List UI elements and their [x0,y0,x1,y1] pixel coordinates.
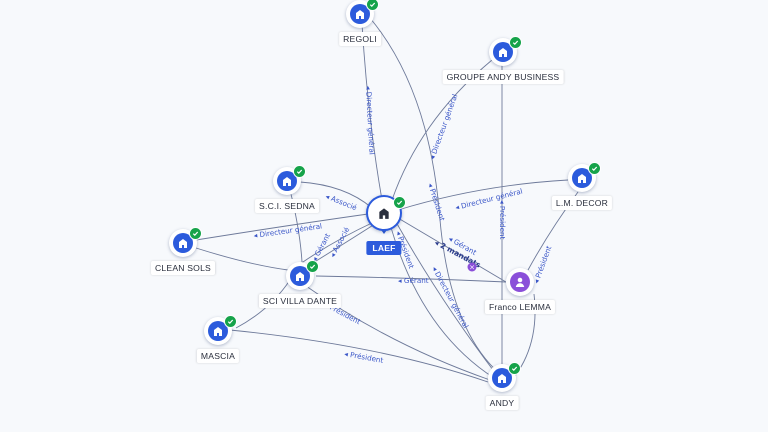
edge-label-mascia-andy: ◂ Président [344,349,385,365]
verified-check-icon [393,196,406,209]
building-icon [578,174,586,183]
edge-lmdecor-laef [397,179,569,211]
node-label: REGOLI [339,32,381,46]
node-label: MASCIA [196,349,240,363]
edge-regoli-andy [369,17,501,375]
mandates-close-glyph: × [469,264,475,272]
edge-label-regoli-andy: ◂ Président [426,182,447,222]
edge-label-groupe-laef: ◂ Directeur général [427,93,459,161]
edge-label-franco-lmdecor: ◂ Président [531,244,553,284]
person-icon [515,277,525,287]
edge-label-villadante-laef: ◂ Associé [328,225,352,259]
building-icon [214,327,222,336]
verified-check-icon [508,362,521,375]
edge-label-sedna-laef: ◂ Associé [324,192,359,213]
verified-check-icon [293,165,306,178]
node-label: CLEAN SOLS [151,261,215,275]
verified-check-icon [509,36,522,49]
edge-label-franco-villadante: ◂ Gérant [398,276,429,285]
building-icon [499,48,507,57]
edge-cleansols-laef [195,213,369,241]
edge-cleansols-villadante [195,247,289,271]
edge-label-cleansols-laef: ◂ Directeur général [253,221,323,240]
building-icon [379,208,389,219]
node-label: Franco LEMMA [484,300,556,314]
edge-label-groupe-andy: ◂ Président [498,200,507,240]
building-icon [498,374,506,383]
edge-label-lmdecor-laef: ◂ Directeur général [454,187,523,212]
edge-regoli-laef [361,23,383,201]
node-label: L.M. DECOR [551,196,613,210]
node-label: ANDY [485,396,519,410]
node-label: LAEF [366,241,402,255]
building-icon [179,239,187,248]
building-icon [283,177,291,186]
verified-check-icon [366,0,379,11]
edge-villadante-laef [299,221,375,265]
verified-check-icon [588,162,601,175]
node-label: S.C.I. SEDNA [255,199,319,213]
verified-check-icon [306,260,319,273]
verified-check-icon [224,315,237,328]
node-label: SCI VILLA DANTE [258,294,342,308]
edge-sedna-villadante [289,189,303,263]
edge-label-laef-andy: ◂ Directeur général [430,265,470,330]
verified-check-icon [189,227,202,240]
edge-franco-villadante [315,275,507,283]
building-icon [296,272,304,281]
edge-laef-andy [395,221,497,375]
edge-label-regoli-laef: ◂ Directeur général [364,86,377,155]
mandates-close-icon[interactable] [467,262,477,272]
edge-sedna-laef [299,181,373,209]
node-label: GROUPE ANDY BUSINESS [442,70,564,84]
building-icon [356,10,364,19]
edge-mascia-andy [229,329,489,383]
edge-franco-laef [397,217,507,283]
